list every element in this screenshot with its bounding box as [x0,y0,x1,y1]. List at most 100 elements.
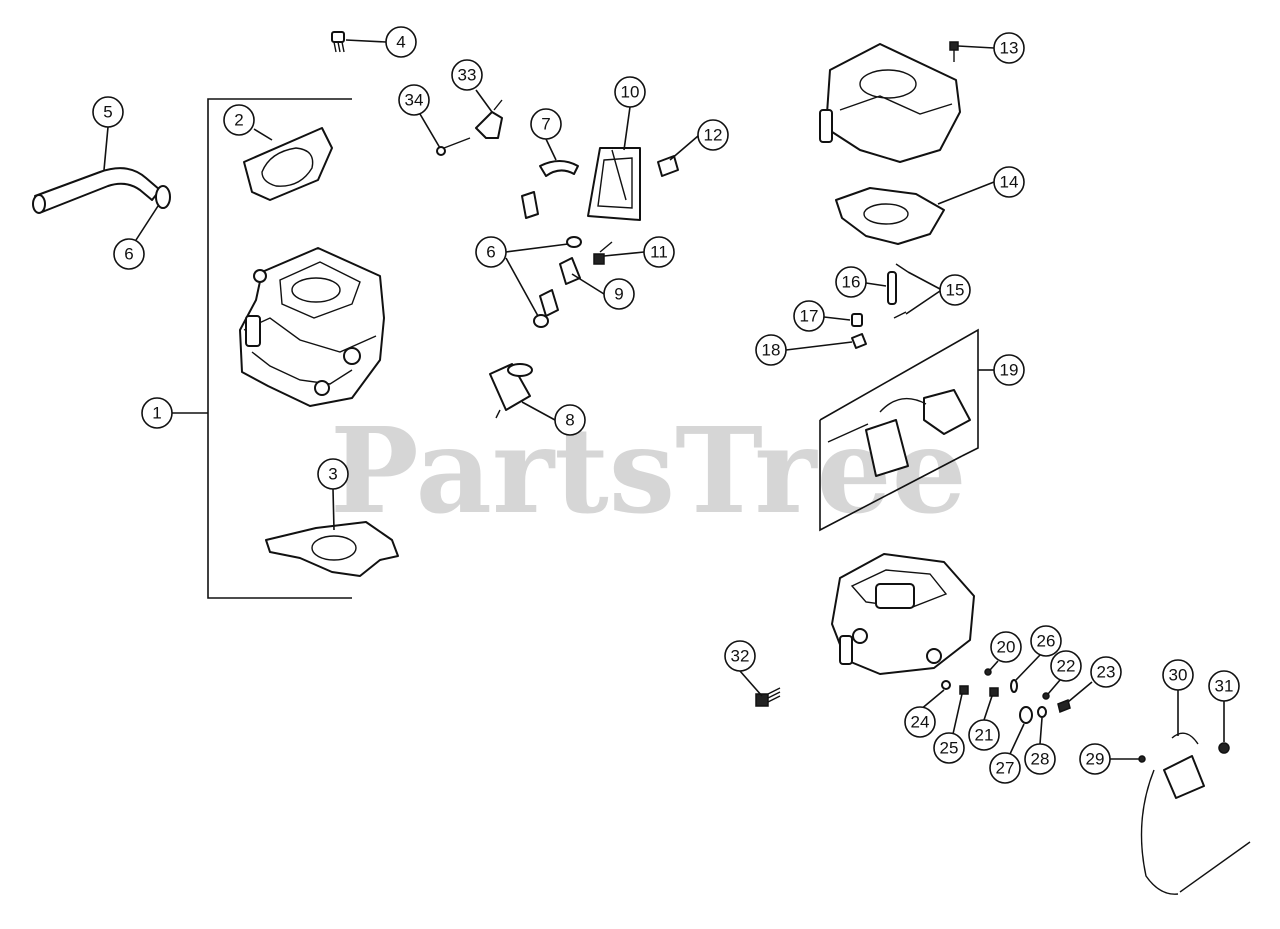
callout-13[interactable]: 13 [993,32,1025,64]
assembly-19-bracket-lower [819,420,963,532]
part-6-cap-upper[interactable] [566,236,582,248]
callout-20[interactable]: 20 [990,631,1022,663]
callout-31-label: 31 [1215,677,1234,696]
leader-28 [1039,717,1043,745]
callout-33[interactable]: 33 [451,59,483,91]
callout-1-label: 1 [152,404,161,423]
leader-25 [952,693,963,735]
callout-26[interactable]: 26 [1030,625,1062,657]
part-10-filter-plate[interactable] [587,147,641,221]
part-16-pin[interactable] [887,271,897,305]
callout-21[interactable]: 21 [968,719,1000,751]
part-13-carburetor-upper[interactable] [819,43,961,163]
callout-10-label: 10 [621,83,640,102]
part-3-gasket[interactable] [265,521,399,577]
part-27-plug[interactable] [1019,706,1033,724]
part-23-screw[interactable] [1057,698,1071,714]
part-17-spring[interactable] [851,313,863,327]
part-13-screw[interactable] [949,41,959,62]
part-21-fitting[interactable] [989,687,999,697]
callout-16[interactable]: 16 [835,266,867,298]
callout-14[interactable]: 14 [993,166,1025,198]
part-2-gasket[interactable] [243,127,333,201]
part-7-hose[interactable] [521,160,579,219]
part-8-fuel-filter[interactable] [489,363,533,419]
part-24-ball[interactable] [941,680,951,690]
callout-23[interactable]: 23 [1090,656,1122,688]
callout-3[interactable]: 3 [317,458,349,490]
callout-17-label: 17 [800,307,819,326]
part-19-float-assembly[interactable] [827,389,971,477]
callout-32-label: 32 [731,647,750,666]
part-4-screw[interactable] [331,31,345,53]
part-22-pin[interactable] [1042,692,1050,700]
leader-27 [1009,723,1025,755]
part-33-bracket[interactable] [475,99,503,139]
part-15-pin[interactable] [893,263,909,319]
part-31-nut[interactable] [1218,742,1230,754]
callout-34-label: 34 [405,91,424,110]
callout-25[interactable]: 25 [933,732,965,764]
callout-1[interactable]: 1 [141,397,173,429]
callout-22[interactable]: 22 [1050,650,1082,682]
callout-7[interactable]: 7 [530,108,562,140]
callout-6-label: 6 [124,245,133,264]
part-28-ball[interactable] [1037,706,1047,718]
part-5-hose[interactable] [32,167,161,214]
callout-12[interactable]: 12 [697,119,729,151]
leader-34 [419,113,441,149]
callout-18[interactable]: 18 [755,334,787,366]
callout-17[interactable]: 17 [793,300,825,332]
part-25-screw[interactable] [959,685,969,695]
leader-2 [253,128,273,141]
part-1-carburetor-assembly[interactable] [239,247,385,407]
part-6-clamp[interactable] [155,185,171,209]
leader-14 [937,181,995,205]
leader-5 [103,126,109,171]
callout-32[interactable]: 32 [724,640,756,672]
carburetor-lower-body[interactable] [831,553,975,675]
part-18-clip[interactable] [851,333,867,349]
leader-3 [332,488,335,531]
callout-5[interactable]: 5 [92,96,124,128]
part-14-gasket[interactable] [835,187,945,245]
part-30-solenoid[interactable] [1140,732,1251,895]
callout-2[interactable]: 2 [223,104,255,136]
leader-12 [669,135,699,161]
callout-6-caps[interactable]: 6 [475,236,507,268]
part-32-screw[interactable] [755,687,781,707]
part-34-screw[interactable] [436,137,471,156]
part-12-clip[interactable] [657,155,679,177]
leader-6b-upper [505,243,569,253]
leader-33 [475,89,493,113]
callout-27[interactable]: 27 [989,752,1021,784]
callout-9[interactable]: 9 [603,278,635,310]
callout-19[interactable]: 19 [993,354,1025,386]
callout-6-hose-clamp[interactable]: 6 [113,238,145,270]
callout-26-label: 26 [1037,632,1056,651]
callout-24[interactable]: 24 [904,706,936,738]
callout-8-label: 8 [565,411,574,430]
assembly-1-bracket [207,98,352,599]
callout-34[interactable]: 34 [398,84,430,116]
part-9-hose[interactable] [539,257,581,317]
callout-30[interactable]: 30 [1162,659,1194,691]
leader-4 [345,39,387,43]
part-26-spring[interactable] [1010,679,1018,693]
callout-10[interactable]: 10 [614,76,646,108]
callout-31[interactable]: 31 [1208,670,1240,702]
callout-11-label: 11 [650,243,668,262]
callout-24-label: 24 [911,713,930,732]
part-20-jet[interactable] [984,668,992,676]
leader-23 [1067,681,1093,703]
callout-8[interactable]: 8 [554,404,586,436]
callout-29[interactable]: 29 [1079,743,1111,775]
callout-3-label: 3 [328,465,337,484]
leader-6b-lower [505,257,539,317]
part-6-cap-lower[interactable] [533,314,549,328]
callout-4[interactable]: 4 [385,26,417,58]
callout-28[interactable]: 28 [1024,743,1056,775]
callout-15[interactable]: 15 [939,274,971,306]
callout-11[interactable]: 11 [643,236,675,268]
part-11-screw[interactable] [593,241,613,265]
